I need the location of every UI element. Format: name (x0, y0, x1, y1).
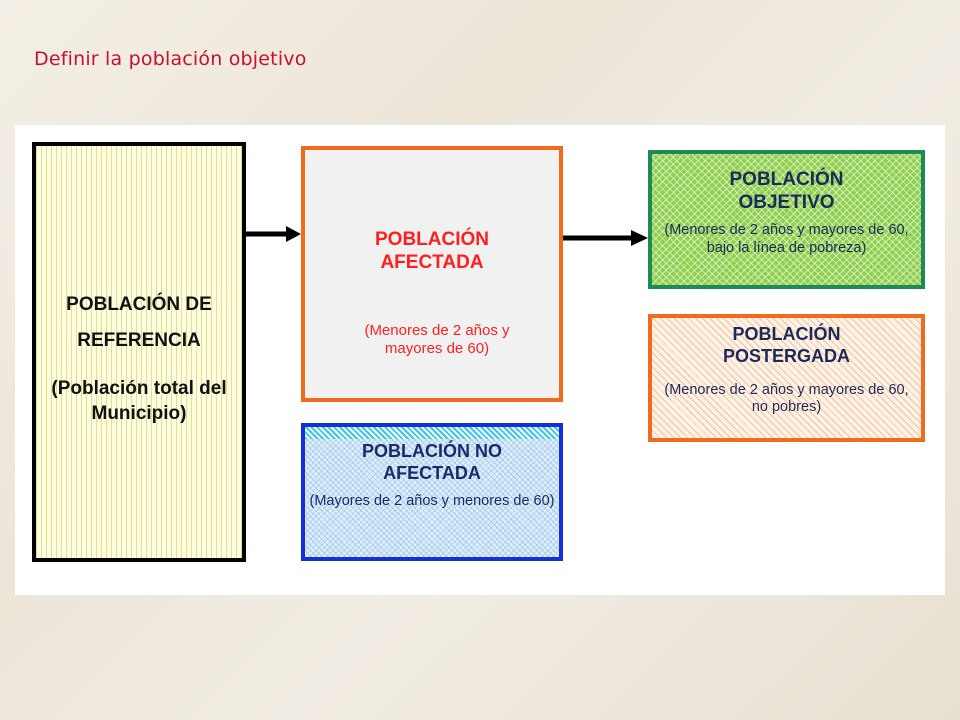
slide-title: Definir la población objetivo (34, 48, 307, 70)
arrow-afectada-to-objetivo-icon (563, 230, 648, 246)
poblacion-no-afectada-box: POBLACIÓN NO AFECTADA (Mayores de 2 años… (301, 423, 563, 561)
poblacion-objetivo-heading: POBLACIÓN OBJETIVO (729, 169, 844, 214)
poblacion-postergada-heading: POBLACIÓN POSTERGADA (722, 324, 850, 366)
poblacion-afectada-subtext: (Menores de 2 años y mayores de 60) (364, 322, 510, 358)
poblacion-referencia-heading: POBLACIÓN DE REFERENCIA (66, 294, 212, 352)
poblacion-no-afectada-subtext: (Mayores de 2 años y menores de 60) (309, 492, 555, 509)
poblacion-postergada-box: POBLACIÓN POSTERGADA (Menores de 2 años … (648, 314, 925, 442)
poblacion-no-afectada-heading: POBLACIÓN NO AFECTADA (361, 441, 502, 483)
poblacion-afectada-heading: POBLACIÓN AFECTADA (375, 229, 489, 274)
arrow-referencia-to-afectada-icon (246, 226, 301, 242)
poblacion-referencia-subtext: (Población total del Municipio) (51, 378, 227, 425)
poblacion-objetivo-subtext: (Menores de 2 años y mayores de 60, bajo… (664, 222, 909, 256)
poblacion-objetivo-box: POBLACIÓN OBJETIVO (Menores de 2 años y … (648, 150, 925, 289)
poblacion-postergada-subtext: (Menores de 2 años y mayores de 60, no p… (664, 381, 909, 416)
poblacion-referencia-box: POBLACIÓN DE REFERENCIA (Población total… (32, 142, 246, 562)
population-diagram: POBLACIÓN DE REFERENCIA (Población total… (15, 125, 945, 595)
poblacion-afectada-box: POBLACIÓN AFECTADA (Menores de 2 años y … (301, 146, 563, 402)
